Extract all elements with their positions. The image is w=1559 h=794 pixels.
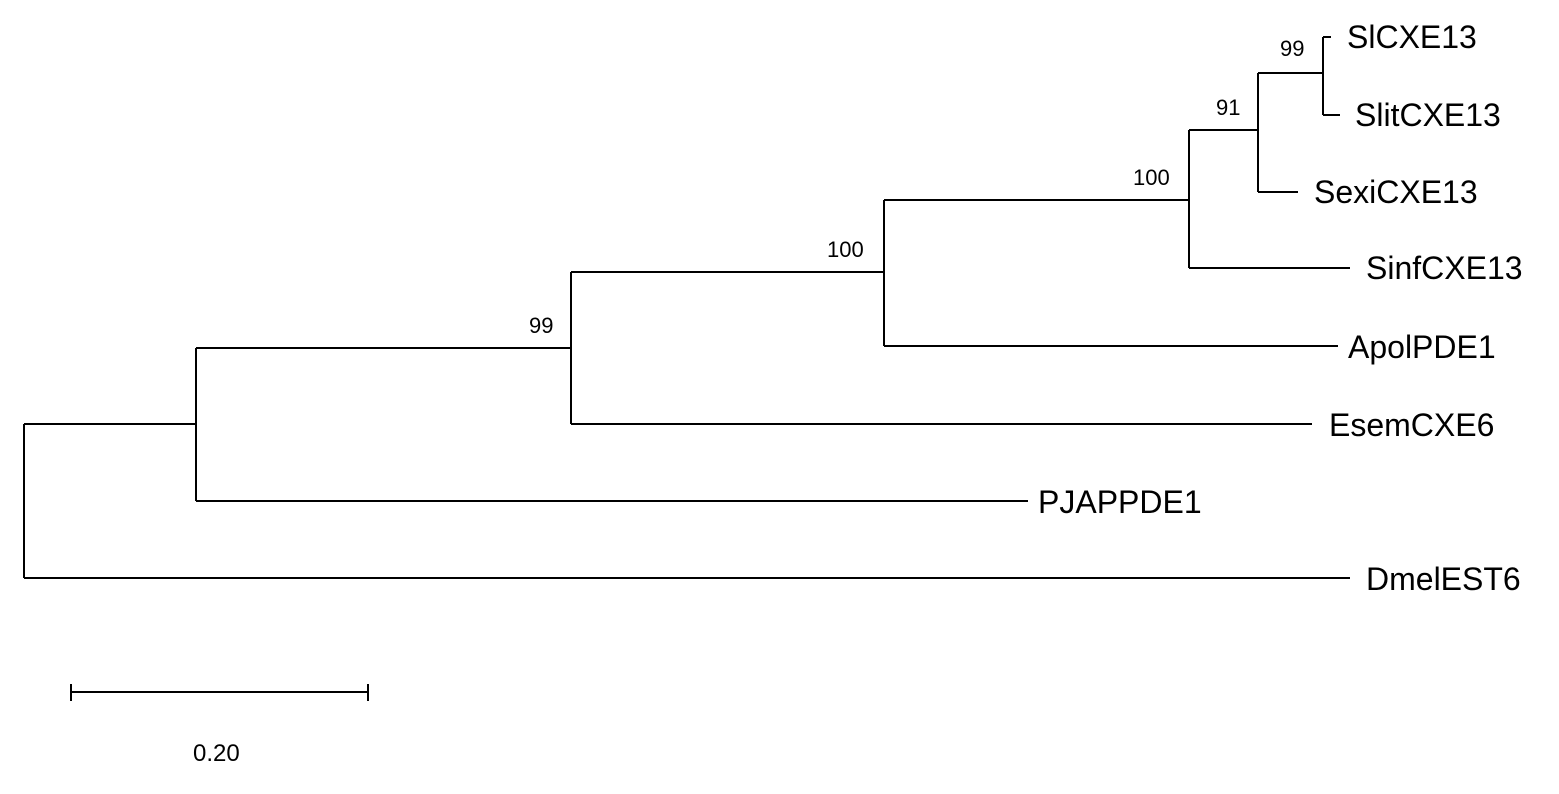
bootstrap-value: 91 — [1216, 95, 1240, 120]
taxon-label-dmelest6: DmelEST6 — [1366, 561, 1521, 597]
taxon-label-esemcxe6: EsemCXE6 — [1329, 407, 1494, 443]
scale-bar-label: 0.20 — [193, 740, 240, 767]
scale-bar: 0.20 — [70, 684, 369, 767]
bootstrap-value: 99 — [1280, 36, 1304, 61]
taxon-label-slitcxe13: SlitCXE13 — [1355, 97, 1501, 133]
bootstrap-value: 100 — [827, 237, 864, 262]
taxon-label-pjappde1: PJAPPDE1 — [1038, 484, 1202, 520]
taxon-label-sexicxe13: SexiCXE13 — [1314, 174, 1478, 210]
taxon-label-sinfcxe13: SinfCXE13 — [1366, 250, 1523, 286]
taxon-label-slcxe13: SlCXE13 — [1347, 19, 1477, 55]
bootstrap-value: 99 — [529, 313, 553, 338]
bootstrap-value: 100 — [1133, 165, 1170, 190]
taxon-label-apolpde1: ApolPDE1 — [1348, 329, 1496, 365]
